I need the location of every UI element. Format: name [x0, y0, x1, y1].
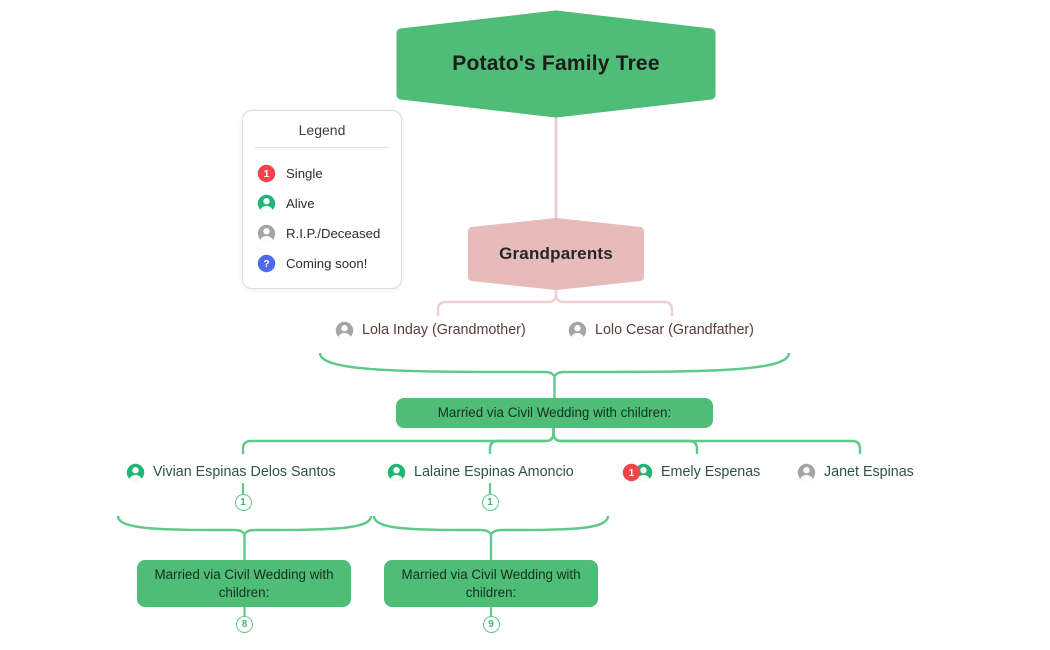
root-node-hexagon[interactable]	[396, 10, 716, 118]
collapsed-count-vivian[interactable]: 1	[234, 494, 252, 511]
collapsed-count-lalaine[interactable]: 1	[481, 494, 499, 511]
wire-grandparents-to-grandmother	[436, 285, 558, 316]
svg-text:?: ?	[263, 259, 269, 270]
brace-vivian-marriage	[116, 515, 373, 536]
legend-title: Legend	[298, 122, 346, 138]
alive-person-icon	[634, 463, 653, 481]
legend-label: Single	[286, 165, 323, 181]
legend-item-coming-soon: ? Coming soon!	[257, 248, 387, 278]
legend-item-alive: Alive	[257, 188, 387, 218]
member-lalaine[interactable]: Lalaine Espinas Amoncio	[387, 462, 574, 482]
member-name: Janet Espinas	[824, 464, 914, 480]
marriage-box-vivian[interactable]: Married via Civil Wedding with children:	[137, 560, 351, 607]
root-node-title[interactable]: Potato's Family Tree	[452, 52, 660, 75]
wire-marriage-to-janet	[552, 428, 862, 454]
wire-marriage-to-lalaine	[488, 428, 555, 454]
brace-grandparents-marriage	[318, 352, 791, 378]
svg-text:1: 1	[264, 169, 270, 180]
grandparents-node-hexagon[interactable]	[468, 218, 644, 290]
wire-grandparents-to-grandfather	[554, 285, 674, 316]
member-vivian[interactable]: Vivian Espinas Delos Santos	[126, 462, 336, 482]
status-icon-stack: 1	[622, 463, 653, 482]
member-name: Lalaine Espinas Amoncio	[414, 464, 574, 480]
deceased-person-icon	[257, 224, 276, 242]
member-name: Vivian Espinas Delos Santos	[153, 464, 336, 480]
coming-soon-icon: ?	[257, 254, 276, 272]
alive-person-icon	[387, 463, 406, 481]
deceased-person-icon	[335, 321, 354, 339]
legend-divider	[255, 147, 389, 148]
legend-label: R.I.P./Deceased	[286, 225, 381, 241]
brace-lalaine-marriage	[372, 515, 610, 536]
member-emely[interactable]: 1 Emely Espenas	[622, 462, 760, 482]
member-name: Emely Espenas	[661, 464, 761, 480]
collapsed-count-vivian-marriage[interactable]: 8	[236, 616, 253, 633]
alive-person-icon	[126, 463, 145, 481]
legend-label: Coming soon!	[286, 255, 368, 271]
legend-item-single: 1 Single	[257, 158, 387, 188]
member-name: Lola Inday (Grandmother)	[362, 322, 526, 338]
legend-label: Alive	[286, 195, 315, 211]
member-janet[interactable]: Janet Espinas	[797, 462, 914, 482]
member-grandfather[interactable]: Lolo Cesar (Grandfather)	[568, 320, 754, 340]
deceased-person-icon	[797, 463, 816, 481]
member-name: Lolo Cesar (Grandfather)	[595, 322, 754, 338]
marriage-box-lalaine[interactable]: Married via Civil Wedding with children:	[384, 560, 598, 607]
collapsed-count-lalaine-marriage[interactable]: 9	[482, 616, 500, 633]
legend-item-deceased: R.I.P./Deceased	[257, 218, 387, 248]
marriage-box-grandparents[interactable]: Married via Civil Wedding with children:	[396, 398, 713, 428]
svg-text:1: 1	[629, 468, 635, 479]
single-badge-icon: 1	[622, 463, 641, 481]
single-badge-icon: 1	[257, 164, 276, 182]
legend-panel[interactable]: Legend 1 Single Alive R.I.P./Deceased	[242, 110, 402, 289]
member-grandmother[interactable]: Lola Inday (Grandmother)	[335, 320, 526, 340]
alive-person-icon	[257, 194, 276, 212]
grandparents-node-label[interactable]: Grandparents	[499, 244, 613, 263]
deceased-person-icon	[568, 321, 587, 339]
